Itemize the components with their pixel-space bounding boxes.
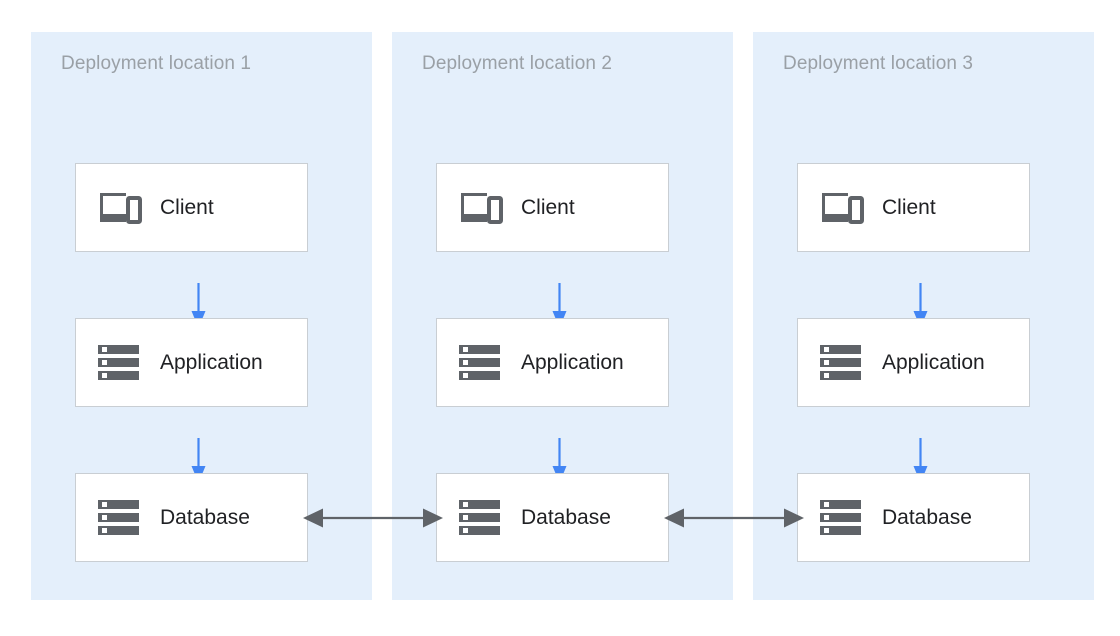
node-label-client-3: Client xyxy=(882,195,936,219)
node-label-application-2: Application xyxy=(521,350,624,374)
panel-title-2: Deployment location 2 xyxy=(422,53,613,74)
server-stack-icon xyxy=(98,343,144,383)
node-label-application-1: Application xyxy=(160,350,263,374)
node-database-2[interactable]: Database xyxy=(436,473,669,562)
node-application-3[interactable]: Application xyxy=(797,318,1030,407)
node-label-application-3: Application xyxy=(882,350,985,374)
deployment-location-panel-3: Deployment location 3 Client xyxy=(753,32,1094,600)
replication-arrow-db2-db3 xyxy=(664,503,804,533)
panel-title-3: Deployment location 3 xyxy=(783,53,974,74)
client-devices-icon xyxy=(820,188,866,228)
node-client-3[interactable]: Client xyxy=(797,163,1030,252)
deployment-location-panel-1: Deployment location 1 Client xyxy=(31,32,372,600)
node-client-2[interactable]: Client xyxy=(436,163,669,252)
client-devices-icon xyxy=(98,188,144,228)
node-label-client-1: Client xyxy=(160,195,214,219)
node-label-database-2: Database xyxy=(521,505,611,529)
deployment-location-panel-2: Deployment location 2 Client xyxy=(392,32,733,600)
node-label-database-3: Database xyxy=(882,505,972,529)
replication-arrow-db1-db2 xyxy=(303,503,443,533)
node-label-database-1: Database xyxy=(160,505,250,529)
node-application-2[interactable]: Application xyxy=(436,318,669,407)
server-stack-icon xyxy=(98,498,144,538)
server-stack-icon xyxy=(459,498,505,538)
server-stack-icon xyxy=(459,343,505,383)
server-stack-icon xyxy=(820,343,866,383)
node-client-1[interactable]: Client xyxy=(75,163,308,252)
node-database-1[interactable]: Database xyxy=(75,473,308,562)
server-stack-icon xyxy=(820,498,866,538)
node-application-1[interactable]: Application xyxy=(75,318,308,407)
client-devices-icon xyxy=(459,188,505,228)
node-label-client-2: Client xyxy=(521,195,575,219)
node-database-3[interactable]: Database xyxy=(797,473,1030,562)
panel-title-1: Deployment location 1 xyxy=(61,53,252,74)
